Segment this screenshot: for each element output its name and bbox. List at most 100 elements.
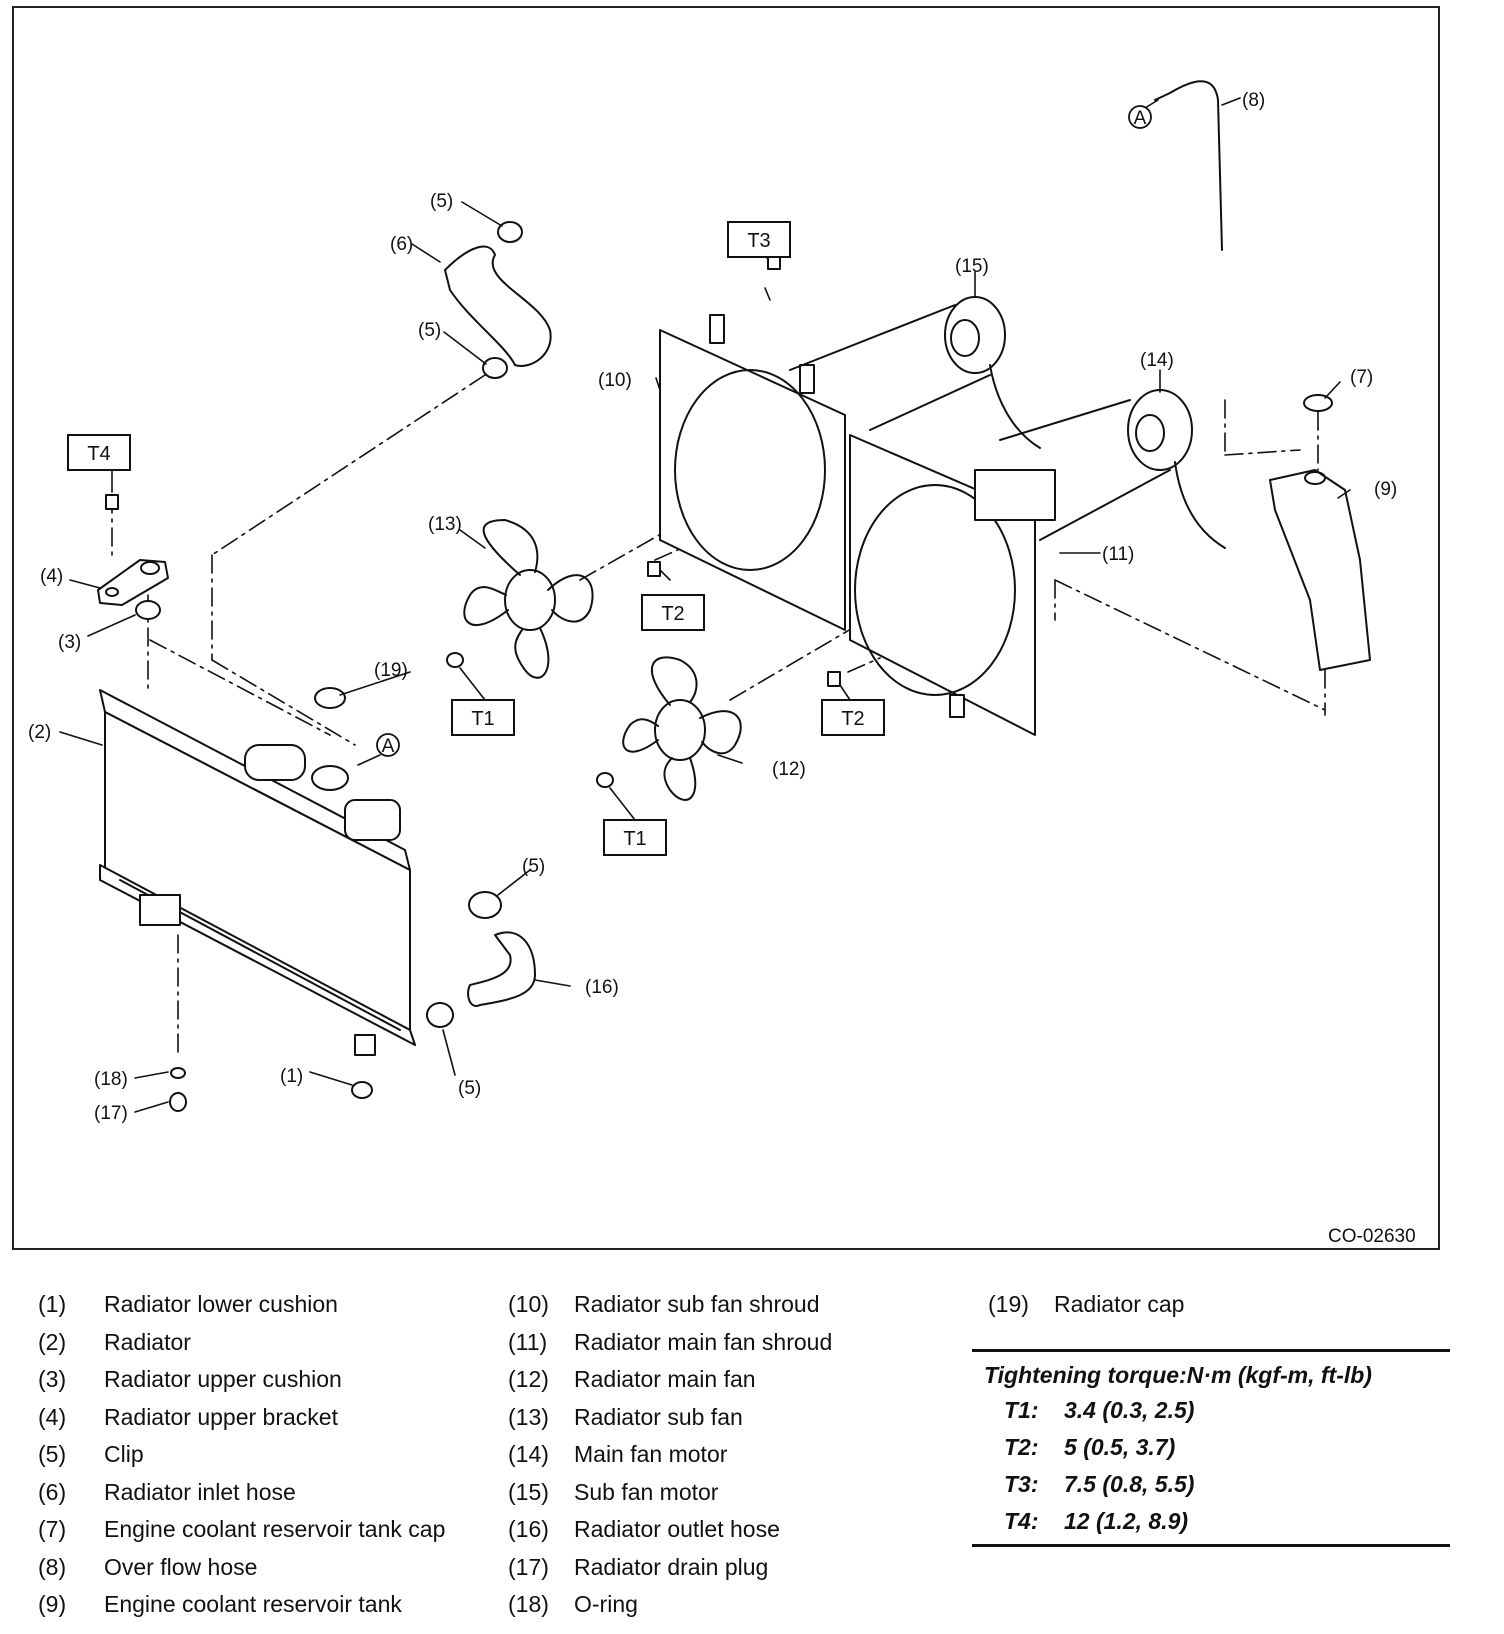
callout-5a: (5) — [430, 191, 453, 212]
legend-item-label: O-ring — [574, 1591, 638, 1618]
legend-item-number: (14) — [508, 1441, 549, 1468]
callout-9: (9) — [1374, 479, 1397, 500]
legend-item-label: Engine coolant reservoir tank cap — [104, 1516, 446, 1543]
torque-box-t4: T4 — [67, 434, 131, 471]
callout-8: (8) — [1242, 90, 1265, 111]
legend-item-number: (13) — [508, 1403, 549, 1430]
legend-item-label: Clip — [104, 1441, 144, 1468]
o-ring-drawing — [170, 1067, 186, 1079]
torque-box-t3: T3 — [727, 221, 791, 258]
legend-item: (14)Main fan motor — [508, 1436, 832, 1474]
main-fan-drawing — [596, 656, 742, 801]
legend-column-1: (1) Radiator lower cushion (2) Radiator (3)R… — [38, 1286, 445, 1624]
torque-value: 3.4 (0.3, 2.5) — [1064, 1397, 1195, 1423]
legend-item-label: Radiator — [104, 1328, 191, 1355]
callout-1: (1) — [280, 1066, 303, 1087]
legend-item-number: (16) — [508, 1516, 549, 1543]
legend-item-number: (1) — [38, 1291, 67, 1318]
drain-plug-drawing — [169, 1092, 187, 1112]
torque-table: Tightening torque:N·m (kgf-m, ft-lb) T1:… — [972, 1349, 1450, 1547]
callout-7: (7) — [1350, 367, 1373, 388]
legend-item: (15) Sub fan motor — [508, 1474, 832, 1512]
bolt-t2b-drawing — [827, 671, 841, 687]
legend-item: (19) Radiator cap — [988, 1286, 1184, 1324]
torque-value: 12 (1.2, 8.9) — [1064, 1508, 1189, 1534]
legend-item-number: (11) — [508, 1328, 548, 1355]
outlet-hose-drawing — [426, 891, 536, 1028]
legend-item-number: (6) — [38, 1478, 67, 1505]
radiator-drawing — [99, 689, 416, 1056]
torque-title: Tightening torque:N·m (kgf-m, ft-lb) — [984, 1362, 1372, 1388]
callout-14: (14) — [1140, 350, 1174, 371]
callout-11: (11) — [1102, 544, 1134, 565]
torque-key: T2: — [1004, 1434, 1039, 1460]
legend-item-number: (18) — [508, 1591, 549, 1618]
legend-item: (13) Radiator sub fan — [508, 1399, 832, 1437]
torque-row: T4: 12 (1.2, 8.9) — [972, 1503, 1450, 1540]
legend-item: (8)Over flow hose — [38, 1549, 445, 1587]
sub-fan-drawing — [446, 519, 594, 679]
legend-item-number: (5) — [38, 1441, 67, 1468]
torque-rows: T1:3.4 (0.3, 2.5) T2: 5 (0.5, 3.7) T3: 7.5 (… — [972, 1392, 1450, 1540]
torque-box-t2b: T2 — [821, 699, 885, 736]
legend-item: (12)Radiator main fan — [508, 1361, 832, 1399]
assembly-lines — [111, 287, 1326, 1056]
legend-item-label: Radiator lower cushion — [104, 1291, 338, 1318]
svg-text:T4: T4 — [87, 443, 110, 465]
legend-item: (17)Radiator drain plug — [508, 1549, 832, 1587]
torque-key: T4: — [1004, 1508, 1039, 1534]
svg-text:T3: T3 — [747, 230, 770, 252]
sub-fan-motor-drawing — [789, 296, 1041, 449]
legend-item: (5) Clip — [38, 1436, 445, 1474]
legend-column-3: (19) Radiator cap — [988, 1286, 1184, 1324]
marker-a-top: A — [1128, 105, 1152, 129]
legend-item-number: (4) — [38, 1403, 67, 1430]
torque-row: T1:3.4 (0.3, 2.5) — [972, 1392, 1450, 1429]
legend-item: (7) Engine coolant reservoir tank cap — [38, 1511, 445, 1549]
torque-box-t1a: T1 — [451, 699, 515, 736]
callout-12: (12) — [772, 759, 806, 780]
callout-17: (17) — [94, 1103, 128, 1124]
main-fan-motor-drawing — [999, 389, 1226, 549]
sub-fan-shroud-drawing — [659, 314, 846, 631]
diagram-frame — [12, 6, 1440, 1250]
legend-item-number: (19) — [988, 1291, 1029, 1318]
legend-item-label: Radiator cap — [1054, 1291, 1185, 1318]
torque-row: T2: 5 (0.5, 3.7) — [972, 1429, 1450, 1466]
svg-text:A: A — [1134, 108, 1147, 129]
torque-value: 5 (0.5, 3.7) — [1064, 1434, 1176, 1460]
callout-10: (10) — [598, 370, 632, 391]
callout-5c: (5) — [522, 856, 545, 877]
legend-item-number: (15) — [508, 1478, 549, 1505]
legend-item-number: (2) — [38, 1328, 67, 1355]
overflow-hose-drawing — [1169, 80, 1223, 251]
legend-item: (2) Radiator — [38, 1324, 445, 1362]
marker-a-radiator: A — [376, 733, 400, 757]
legend-item: (11)Radiator main fan shroud — [508, 1324, 832, 1362]
torque-box-t1b: T1 — [603, 819, 667, 856]
legend-item-label: Sub fan motor — [574, 1478, 719, 1505]
callout-6: (6) — [390, 234, 413, 255]
legend-item-label: Radiator upper cushion — [104, 1366, 342, 1393]
legend-item-label: Radiator sub fan — [574, 1403, 743, 1430]
legend-item: (4) Radiator upper bracket — [38, 1399, 445, 1437]
legend-item-label: Radiator sub fan shroud — [574, 1291, 820, 1318]
legend-item-label: Radiator main fan — [574, 1366, 756, 1393]
torque-key: T3: — [1004, 1471, 1039, 1497]
svg-text:T1: T1 — [623, 828, 646, 850]
legend-item-number: (7) — [38, 1516, 67, 1543]
legend-item-label: Radiator outlet hose — [574, 1516, 780, 1543]
svg-text:A: A — [382, 736, 395, 757]
legend-item: (16) Radiator outlet hose — [508, 1511, 832, 1549]
legend-item-label: Engine coolant reservoir tank — [104, 1591, 402, 1618]
legend-item: (10)Radiator sub fan shroud — [508, 1286, 832, 1324]
torque-box-t2a: T2 — [641, 594, 705, 631]
callout-13: (13) — [428, 514, 462, 535]
torque-value: 7.5 (0.8, 5.5) — [1064, 1471, 1195, 1497]
callout-5d: (5) — [458, 1078, 481, 1099]
legend-item-number: (17) — [508, 1553, 549, 1580]
torque-row: T3: 7.5 (0.8, 5.5) — [972, 1466, 1450, 1503]
legend-item: (3)Radiator upper cushion — [38, 1361, 445, 1399]
legend-item-label: Radiator upper bracket — [104, 1403, 338, 1430]
legend-item: (9)Engine coolant reservoir tank — [38, 1586, 445, 1624]
